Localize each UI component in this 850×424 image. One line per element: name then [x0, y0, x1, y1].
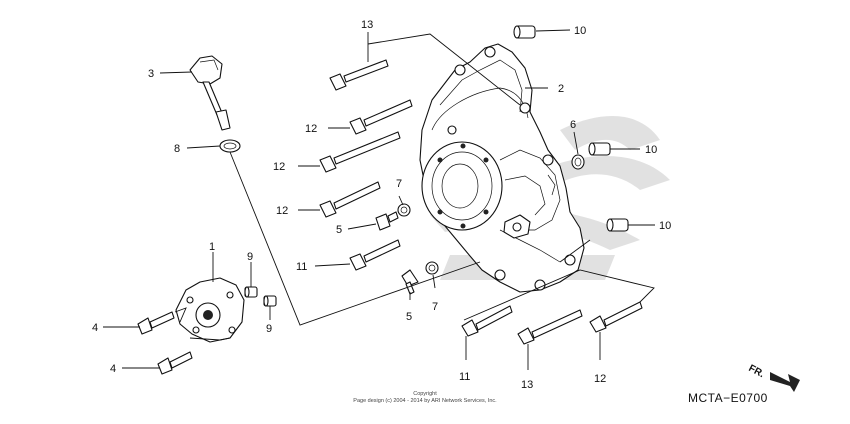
cover-plate: [175, 277, 245, 343]
bolt: [589, 301, 643, 333]
bolt: [157, 351, 193, 375]
bolt: [517, 309, 583, 345]
callout-13: 13: [521, 379, 533, 391]
bolt: [461, 305, 513, 337]
callout-4: 4: [110, 363, 116, 375]
callout-10: 10: [645, 144, 657, 156]
copyright-line-2: Page design (c) 2004 - 2014 by ARI Netwo…: [353, 398, 497, 404]
callout-8: 8: [174, 143, 180, 155]
callout-13: 13: [361, 19, 373, 31]
callout-9: 9: [247, 251, 253, 263]
sealing-washer: [397, 203, 411, 217]
callout-5: 5: [336, 224, 342, 236]
bolt: [319, 131, 401, 173]
bolt: [349, 239, 401, 271]
bolt: [401, 269, 419, 295]
callout-12: 12: [273, 161, 285, 173]
callout-12: 12: [305, 123, 317, 135]
bolt: [137, 311, 175, 335]
dowel-pin: [513, 25, 536, 39]
callout-5: 5: [406, 311, 412, 323]
callout-11: 11: [459, 371, 470, 383]
callout-labels: 1 2 3 4 4 5 5 6 7 7 8 9 9 10 10 10 11 11…: [92, 19, 671, 391]
dowel-pin: [244, 286, 258, 298]
callout-12: 12: [276, 205, 288, 217]
callout-9: 9: [266, 323, 272, 335]
dowel-pin: [588, 142, 611, 156]
callout-4: 4: [92, 322, 98, 334]
direction-label: FR.: [747, 363, 767, 380]
crankcase-cover: [419, 43, 585, 293]
bolt: [319, 181, 381, 218]
bolt: [375, 211, 399, 231]
front-direction-arrow: FR.: [747, 363, 800, 392]
callout-1: 1: [209, 241, 215, 253]
bolt: [349, 99, 413, 135]
dowel-pin: [263, 295, 277, 307]
dowel-pin: [606, 218, 629, 232]
callout-7: 7: [432, 301, 438, 313]
copyright-line-1: Copyright: [413, 391, 437, 397]
bolt: [329, 59, 389, 91]
callout-3: 3: [148, 68, 154, 80]
oil-dipstick: [189, 55, 231, 131]
callout-12: 12: [594, 373, 606, 385]
callout-10: 10: [659, 220, 671, 232]
callout-6: 6: [570, 119, 576, 131]
callout-7: 7: [396, 178, 402, 190]
callout-2: 2: [558, 83, 564, 95]
o-ring: [571, 154, 585, 170]
sealing-washer: [425, 261, 439, 275]
leader-lines: [103, 29, 655, 370]
o-ring: [219, 139, 241, 153]
diagram-code: MCTA−E0700: [688, 391, 768, 405]
callout-11: 11: [296, 261, 307, 273]
callout-10: 10: [574, 25, 586, 37]
